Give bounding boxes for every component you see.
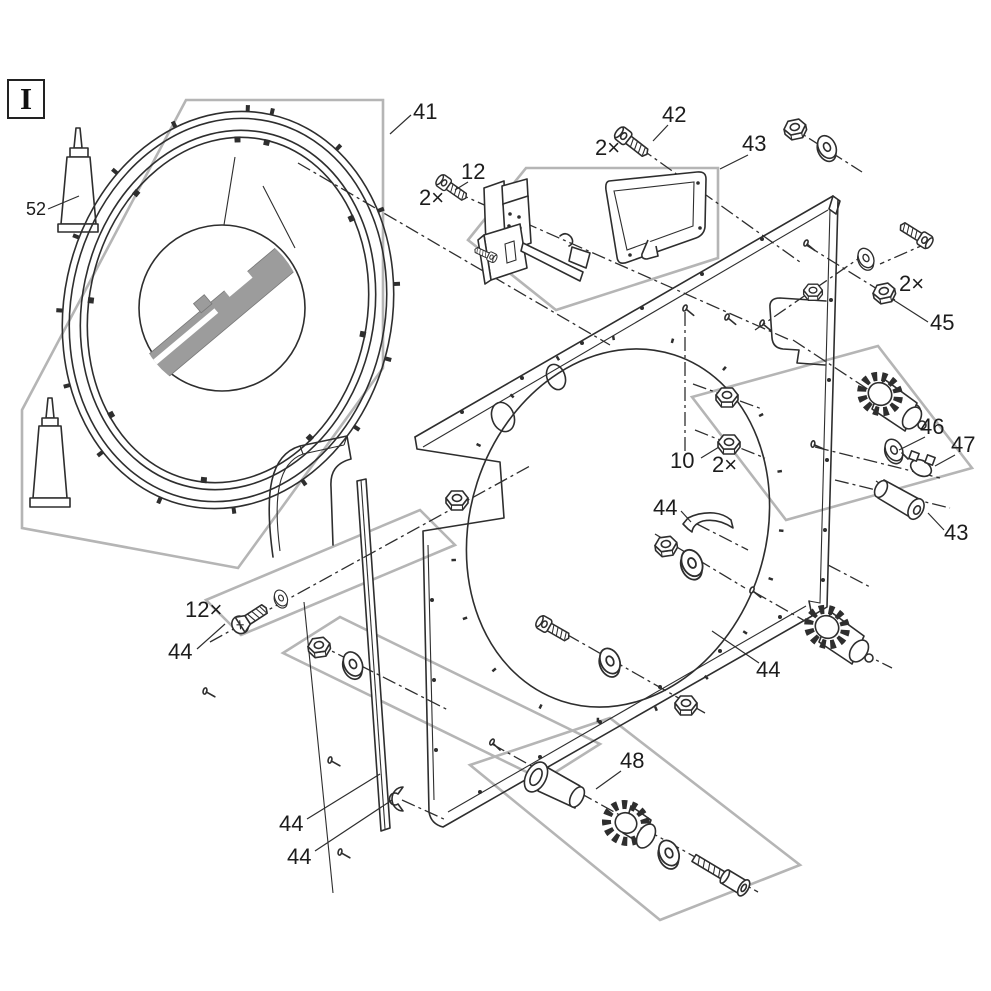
rear-housing xyxy=(268,435,352,558)
washer-46-icon xyxy=(879,435,909,468)
callout-41: 41 xyxy=(413,99,437,124)
callout-44-clip: 44 xyxy=(653,495,677,520)
callout-46: 46 xyxy=(920,414,944,439)
callout-43-top: 43 xyxy=(742,131,766,156)
clamp-47 xyxy=(901,450,936,478)
qty-12x: 12× xyxy=(185,597,222,622)
group-box-nut-washer xyxy=(280,615,603,782)
group-boxes xyxy=(20,98,975,922)
callout-44-clip2: 44 xyxy=(287,844,311,869)
group-box-ring xyxy=(20,98,385,570)
panel-holes xyxy=(430,237,833,794)
nut-10-icon xyxy=(715,387,739,408)
nut-44b-icon xyxy=(306,635,333,660)
washer-12x-icon xyxy=(270,587,292,611)
qty-42: 2× xyxy=(595,135,620,160)
variant-badge: I xyxy=(7,79,45,119)
washer-45-icon xyxy=(852,244,879,274)
glue-tube-icon xyxy=(57,127,99,233)
callout-44-screw: 44 xyxy=(168,639,192,664)
callout-48: 48 xyxy=(620,748,644,773)
main-panel xyxy=(414,195,841,828)
nut-icon xyxy=(781,117,809,142)
cover-part xyxy=(605,171,707,264)
callout-labels: 41 42 2× 12 2× 43 45 2× 46 47 43 10 2× 4… xyxy=(26,99,975,869)
callout-42: 42 xyxy=(662,102,686,127)
glue-tube-icon xyxy=(29,397,71,508)
callout-45: 45 xyxy=(930,310,954,335)
leader-lines xyxy=(47,114,956,852)
washer-center-icon xyxy=(593,644,627,682)
panel-nut-icon xyxy=(445,490,469,511)
nut-bottom-icon xyxy=(674,695,698,716)
callout-44-gear: 44 xyxy=(756,657,780,682)
seal-detail-circle xyxy=(136,156,311,392)
callout-47: 47 xyxy=(951,432,975,457)
gear-motor-44 xyxy=(804,604,874,665)
shaft-48-group xyxy=(523,761,751,897)
group-box-12x xyxy=(203,508,458,637)
callout-10: 10 xyxy=(670,448,694,473)
roller-43 xyxy=(873,479,925,521)
gear-motor-46 xyxy=(857,371,927,432)
bolt-48-icon xyxy=(691,853,751,897)
washer-44b-icon xyxy=(337,647,369,684)
center-bolt-icon xyxy=(533,613,574,646)
variant-letter: I xyxy=(20,81,32,116)
qty-10: 2× xyxy=(712,452,737,477)
washer-44-icon xyxy=(674,545,709,585)
group-box-bracket xyxy=(466,166,720,312)
retaining-ring xyxy=(55,104,401,516)
bracket-assembly xyxy=(472,178,591,285)
callout-43-mid: 43 xyxy=(944,520,968,545)
nut-45-icon xyxy=(870,281,898,306)
callout-12: 12 xyxy=(461,159,485,184)
qty-12: 2× xyxy=(419,185,444,210)
panel-rivet-nut-icon xyxy=(802,283,824,302)
bolt-45-icon xyxy=(896,218,936,252)
qty-45: 2× xyxy=(899,271,924,296)
group-box-right xyxy=(689,344,975,522)
clip-44-center xyxy=(682,512,734,533)
nut-44-icon xyxy=(653,534,680,559)
callout-52: 52 xyxy=(26,199,46,219)
washer-48-icon xyxy=(652,836,686,874)
group-box-shaft48 xyxy=(467,716,803,922)
washer-icon xyxy=(811,131,843,166)
clip-44-bottom xyxy=(388,786,404,812)
callout-44-strip: 44 xyxy=(279,811,303,836)
